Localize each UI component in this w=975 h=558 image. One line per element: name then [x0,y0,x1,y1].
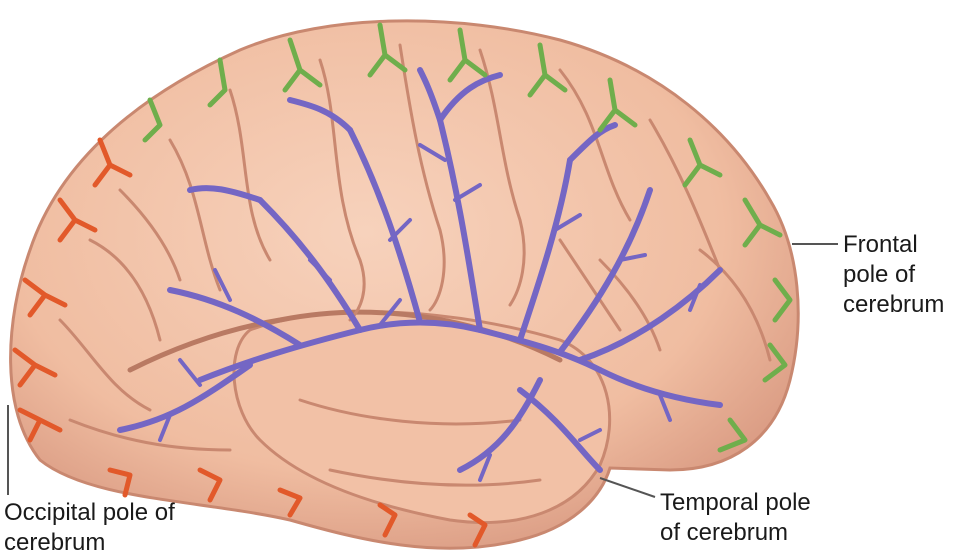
occipital-pole-label-line-2: cerebrum [4,528,175,558]
temporal-pole-label-line-2: of cerebrum [660,518,811,548]
frontal-pole-label-line-3: cerebrum [843,290,944,320]
frontal-pole-label-line-1: Frontal [843,230,944,260]
frontal-pole-label-line-2: pole of [843,260,944,290]
temporal-pole-label: Temporal pole of cerebrum [660,488,811,548]
occipital-pole-label: Occipital pole of cerebrum [4,498,175,558]
occipital-pole-label-line-1: Occipital pole of [4,498,175,528]
frontal-pole-label: Frontal pole of cerebrum [843,230,944,320]
temporal-leader [600,478,655,497]
temporal-pole-label-line-1: Temporal pole [660,488,811,518]
